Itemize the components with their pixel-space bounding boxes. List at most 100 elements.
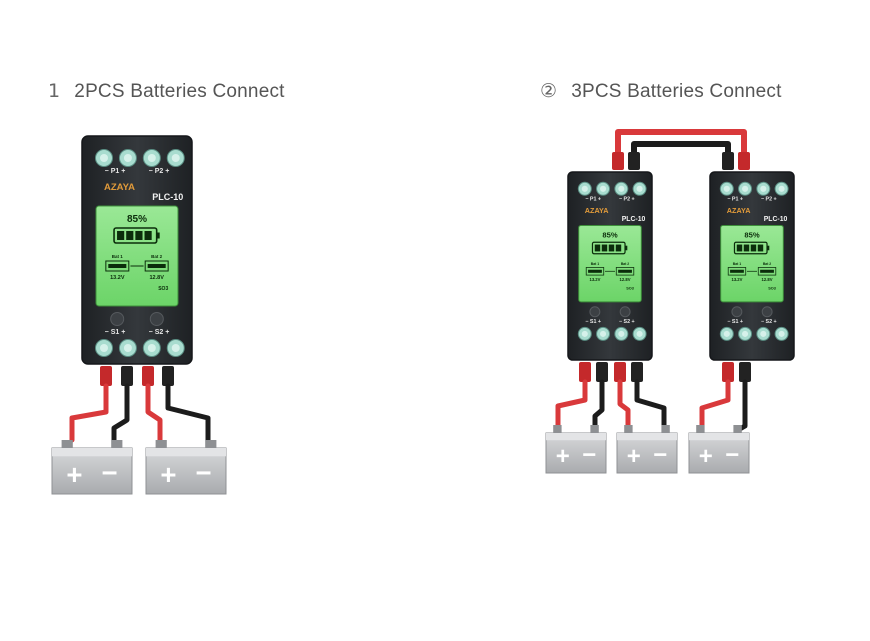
wire-bat4-negative	[634, 379, 667, 429]
top-terminal-screw-1	[723, 185, 730, 192]
bottom-terminal-screw-3	[760, 330, 767, 337]
plug-4-neg	[631, 362, 643, 382]
section-2-label: 3PCS Batteries Connect	[571, 81, 782, 102]
lcd-battery-bar-2	[126, 231, 134, 240]
lcd-mode: SO3	[158, 286, 168, 292]
lcd-mode: SO3	[768, 287, 776, 291]
lcd-percent: 85%	[744, 231, 759, 240]
lcd-bat2-voltage: 12.8V	[149, 275, 164, 281]
plug-3-neg	[596, 362, 608, 382]
battery-post-positive	[61, 440, 73, 449]
port-label-p1: − P1 +	[585, 196, 601, 202]
bottom-terminal-screw-2	[742, 330, 749, 337]
battery-post-negative	[733, 425, 742, 434]
button-s1	[589, 306, 601, 318]
lcd-percent: 85%	[127, 214, 147, 225]
port-label-p1: − P1 +	[105, 168, 126, 175]
lcd-bat1-fill	[730, 269, 744, 273]
model-label: PLC-10	[152, 192, 183, 202]
port-label-p1: − P1 +	[727, 196, 743, 202]
lcd-battery-bar-1	[736, 244, 743, 252]
battery-post-negative	[661, 425, 670, 434]
lcd-percent: 85%	[602, 231, 617, 240]
lcd-battery-bar-3	[135, 231, 143, 240]
port-label-s1: − S1 +	[105, 329, 126, 336]
bottom-terminal-screw-1	[723, 330, 730, 337]
brand-logo: AZAYA	[104, 182, 135, 193]
battery-plus-sign: +	[699, 443, 713, 470]
wire-bat1-positive	[69, 383, 109, 443]
top-terminal-screw-4	[171, 154, 180, 162]
lcd-bat1-fill	[108, 264, 127, 268]
port-label-s2: − S2 +	[619, 319, 635, 325]
section-1-label: 2PCS Batteries Connect	[74, 81, 285, 102]
lcd-battery-tip	[767, 245, 770, 251]
wire-bat1-negative	[111, 383, 130, 443]
wire-bat5-positive	[699, 379, 731, 429]
lcd-bat2-fill	[618, 269, 632, 273]
lcd-bat2-icon	[757, 267, 777, 276]
lcd-bat1-icon	[105, 260, 130, 272]
battery-minus-sign: −	[725, 442, 739, 469]
lcd-bat2-voltage: 12.8V	[762, 277, 773, 282]
battery-lid	[617, 433, 677, 441]
section-1-number: 1	[48, 80, 61, 102]
lcd-bat2-label: Bat 2	[763, 262, 771, 266]
lcd-battery-bar-1	[117, 231, 125, 240]
top-terminal-screw-2	[600, 185, 607, 192]
link-negative-wire	[631, 141, 731, 166]
top-terminal-screw-1	[581, 185, 588, 192]
wire-bat5-negative	[735, 379, 748, 433]
plug-2-pos	[142, 366, 154, 386]
top-terminal-screw-4	[636, 185, 643, 192]
button-s2	[761, 306, 773, 318]
battery-2: +−	[145, 440, 227, 495]
bottom-terminal-screw-1	[581, 330, 588, 337]
port-label-s2: − S2 +	[761, 319, 777, 325]
port-label-s1: − S1 +	[585, 319, 601, 325]
lcd-bat1-voltage: 13.2V	[110, 275, 125, 281]
lcd-battery-tip	[156, 232, 160, 239]
plug-1-neg	[121, 366, 133, 386]
top-terminal-screw-3	[618, 185, 625, 192]
battery-post-negative	[205, 440, 217, 449]
plug-1-pos	[100, 366, 112, 386]
wire-bat3-positive	[555, 379, 588, 429]
top-terminal-screw-3	[760, 185, 767, 192]
battery-4: +−	[616, 425, 678, 474]
button-s1	[731, 306, 743, 318]
battery-minus-sign: −	[102, 457, 118, 488]
battery-lid	[689, 433, 749, 441]
model-label: PLC-10	[764, 216, 788, 223]
lcd-battery-bar-2	[601, 244, 608, 252]
port-label-p2: − P2 +	[619, 196, 635, 202]
battery-post-positive	[696, 425, 705, 434]
lcd-mode: SO3	[626, 287, 634, 291]
lcd-bat1-voltage: 13.2V	[589, 277, 600, 282]
port-label-p2: − P2 +	[761, 196, 777, 202]
lcd-bat1-label: Bat 1	[591, 262, 599, 266]
battery-post-negative	[111, 440, 123, 449]
battery-lid	[146, 448, 226, 457]
lcd-bat2-icon	[615, 267, 635, 276]
lcd-bat1-icon	[727, 267, 747, 276]
bottom-terminal-screw-3	[147, 344, 156, 352]
battery-minus-sign: −	[653, 442, 667, 469]
battery-post-positive	[624, 425, 633, 434]
lcd-battery-bar-4	[144, 231, 152, 240]
battery-plus-sign: +	[556, 443, 570, 470]
bottom-terminal-screw-4	[778, 330, 785, 337]
bottom-terminal-screw-2	[600, 330, 607, 337]
top-terminal-screw-3	[147, 154, 156, 162]
lcd-bat2-fill	[760, 269, 774, 273]
lcd-battery-bar-4	[615, 244, 622, 252]
battery-plus-sign: +	[160, 459, 176, 490]
button-s2	[149, 312, 164, 326]
top-terminal-screw-2	[123, 154, 132, 162]
lcd-battery-bar-4	[757, 244, 764, 252]
lcd-battery-bar-3	[750, 244, 757, 252]
lcd-bat1-label: Bat 1	[733, 262, 741, 266]
